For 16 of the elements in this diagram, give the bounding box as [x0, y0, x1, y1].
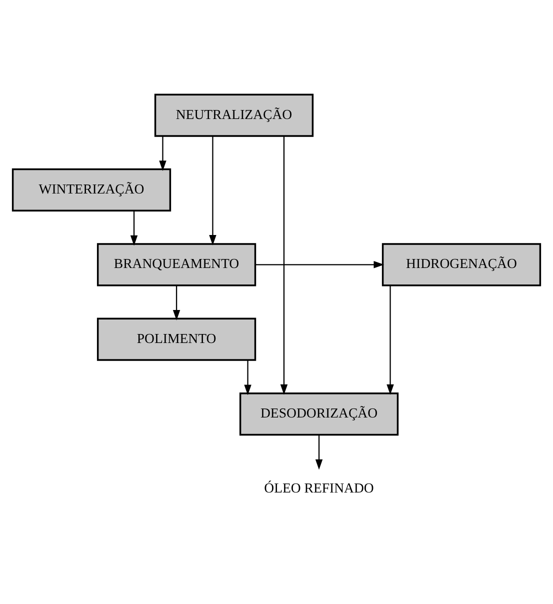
node-box: POLIMENTO — [96, 318, 256, 361]
arrow — [159, 136, 166, 172]
node-box: NEUTRALIZAÇÃO — [154, 94, 314, 137]
arrow — [172, 285, 180, 320]
arrow — [386, 285, 394, 395]
node-text: ÓLEO REFINADO — [264, 480, 374, 496]
node-box: WINTERIZAÇÃO — [12, 168, 172, 212]
arrow — [256, 261, 384, 268]
arrow — [209, 136, 216, 246]
node-box: HIDROGENAÇÃO — [382, 243, 542, 286]
arrow — [130, 210, 138, 246]
node-box: BRANQUEAMENTO — [96, 243, 256, 286]
arrow — [244, 360, 252, 396]
node-box: DESODORIZAÇÃO — [239, 392, 399, 436]
arrow — [280, 136, 288, 395]
arrow — [315, 434, 323, 470]
